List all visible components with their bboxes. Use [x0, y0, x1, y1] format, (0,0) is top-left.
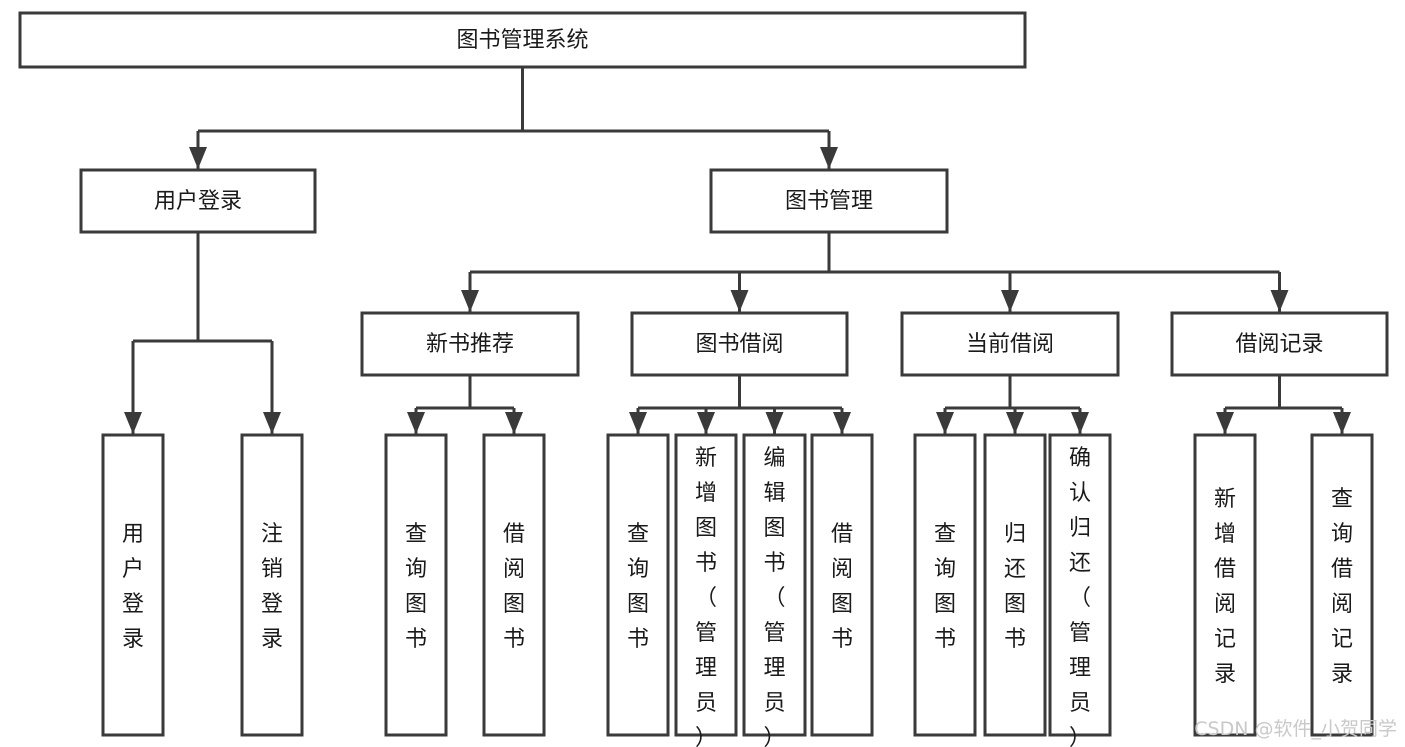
arrow-head-icon	[833, 412, 851, 434]
leaf-node[interactable]: 查询图书	[913, 433, 977, 737]
leaf-node[interactable]: 借阅图书	[482, 433, 546, 737]
arrow-head-icon	[124, 412, 142, 434]
level2-box[interactable]	[709, 168, 949, 234]
leaf-label: 确认归还（管理员）	[1069, 446, 1091, 747]
leaf-box[interactable]	[240, 433, 304, 737]
leaf-box[interactable]	[983, 433, 1047, 737]
root-box[interactable]	[18, 11, 1027, 69]
leaf-node[interactable]: 用户登录	[101, 433, 165, 737]
arrow-head-icon	[1001, 290, 1019, 312]
leaf-label: 查询借阅记录	[1331, 487, 1353, 687]
level3-label: 图书借阅	[695, 332, 783, 357]
level2-label: 图书管理	[785, 189, 873, 214]
leaf-label: 新增借阅记录	[1214, 487, 1236, 687]
leaf-label: 新增图书（管理员）	[695, 446, 717, 747]
node-layer: 图书管理系统用户登录图书管理新书推荐图书借阅当前借阅借阅记录用户登录注销登录查询…	[18, 11, 1389, 747]
leaf-label: 查询图书	[934, 522, 956, 652]
leaf-node[interactable]: 查询图书	[606, 433, 670, 737]
root-node[interactable]: 图书管理系统	[18, 11, 1027, 69]
arrow-head-icon	[936, 412, 954, 434]
leaf-box[interactable]	[1193, 433, 1257, 737]
leaf-node[interactable]: 注销登录	[240, 433, 304, 737]
leaf-node[interactable]: 编辑图书（管理员）	[742, 433, 807, 747]
leaf-box[interactable]	[1048, 433, 1112, 737]
connector-layer	[124, 67, 1351, 434]
leaf-box[interactable]	[742, 433, 807, 737]
leaf-label: 借阅图书	[503, 522, 525, 652]
leaf-node[interactable]: 新增借阅记录	[1193, 433, 1257, 737]
level3-label: 新书推荐	[426, 332, 514, 357]
leaf-box[interactable]	[810, 433, 874, 737]
level3-node[interactable]: 图书借阅	[630, 311, 849, 377]
arrow-head-icon	[629, 412, 647, 434]
leaf-box[interactable]	[384, 433, 448, 737]
level2-label: 用户登录	[154, 189, 242, 214]
leaf-label: 查询图书	[405, 522, 427, 652]
arrow-head-icon	[407, 412, 425, 434]
arrow-head-icon	[1071, 412, 1089, 434]
level3-box[interactable]	[360, 311, 580, 377]
leaf-node[interactable]: 查询图书	[384, 433, 448, 737]
arrow-head-icon	[263, 412, 281, 434]
leaf-label: 注销登录	[261, 522, 283, 652]
leaf-node[interactable]: 借阅图书	[810, 433, 874, 737]
leaf-box[interactable]	[482, 433, 546, 737]
leaf-box[interactable]	[606, 433, 670, 737]
leaf-node[interactable]: 归还图书	[983, 433, 1047, 737]
arrow-head-icon	[765, 412, 784, 434]
level3-box[interactable]	[900, 311, 1120, 377]
leaf-box[interactable]	[674, 433, 738, 737]
arrow-head-icon	[461, 290, 479, 312]
leaf-label: 归还图书	[1004, 522, 1026, 652]
level3-label: 借阅记录	[1235, 332, 1323, 357]
arrow-head-icon	[820, 147, 838, 169]
arrow-head-icon	[1333, 412, 1351, 434]
level3-box[interactable]	[630, 311, 849, 377]
leaf-box[interactable]	[913, 433, 977, 737]
arrow-head-icon	[697, 412, 715, 434]
level3-node[interactable]: 新书推荐	[360, 311, 580, 377]
leaf-node[interactable]: 新增图书（管理员）	[674, 433, 738, 747]
leaf-label: 查询图书	[627, 522, 649, 652]
arrow-head-icon	[189, 147, 207, 169]
leaf-box[interactable]	[101, 433, 165, 737]
root-label: 图书管理系统	[456, 28, 588, 53]
level3-node[interactable]: 当前借阅	[900, 311, 1120, 377]
leaf-label: 编辑图书（管理员）	[763, 446, 785, 747]
level2-box[interactable]	[79, 168, 317, 234]
leaf-box[interactable]	[1310, 433, 1374, 737]
arrow-head-icon	[730, 290, 749, 312]
leaf-node[interactable]: 查询借阅记录	[1310, 433, 1374, 737]
leaf-node[interactable]: 确认归还（管理员）	[1048, 433, 1112, 747]
leaf-label: 借阅图书	[831, 522, 853, 652]
arrow-head-icon	[1006, 412, 1024, 434]
leaf-label: 用户登录	[122, 522, 144, 652]
level3-box[interactable]	[1170, 311, 1389, 377]
level2-node[interactable]: 用户登录	[79, 168, 317, 234]
level3-label: 当前借阅	[966, 332, 1054, 357]
level2-node[interactable]: 图书管理	[709, 168, 949, 234]
arrow-head-icon	[1270, 290, 1289, 312]
arrow-head-icon	[1216, 412, 1234, 434]
arrow-head-icon	[505, 412, 523, 434]
level3-node[interactable]: 借阅记录	[1170, 311, 1389, 377]
